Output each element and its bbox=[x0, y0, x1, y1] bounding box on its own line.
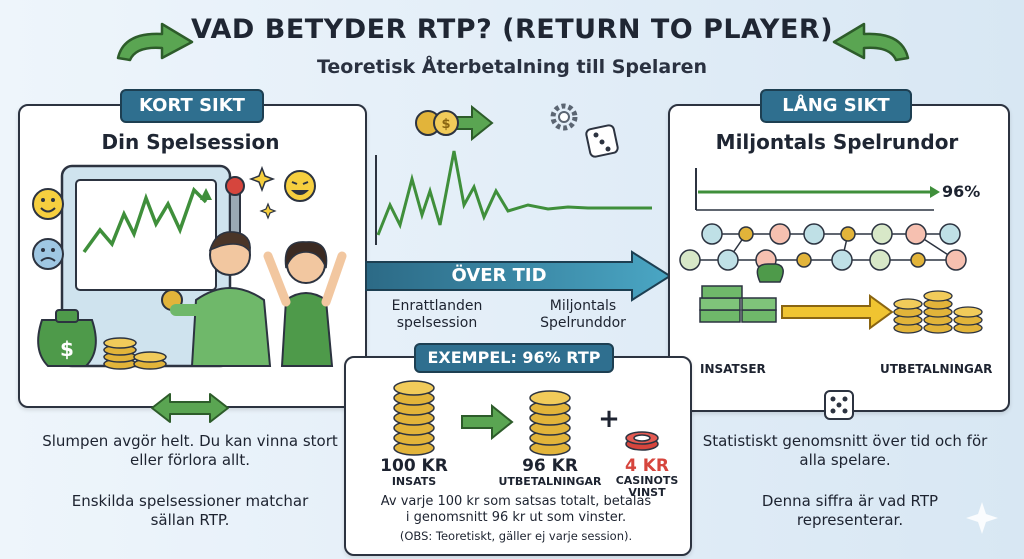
sparkle-icon bbox=[966, 502, 998, 534]
curved-arrow-right-icon bbox=[116, 22, 194, 62]
coins-arrow-icon: $ bbox=[415, 104, 494, 142]
curved-arrow-left-icon bbox=[832, 22, 910, 62]
long-term-caption-1: Statistiskt genomsnitt över tid och för … bbox=[702, 432, 988, 469]
laughing-face-icon bbox=[284, 170, 316, 202]
bet-amount: 100 KR bbox=[380, 456, 448, 476]
plus-sign: + bbox=[598, 404, 620, 434]
coin-stack-icon bbox=[103, 337, 167, 370]
bet-label: INSATS bbox=[391, 475, 437, 488]
middle-illustration: $ bbox=[375, 103, 652, 245]
casino-label: CASINOTS VINST bbox=[615, 474, 679, 499]
man-player-icon bbox=[161, 231, 272, 367]
millions-rounds-label: Miljontals Spelrunddor bbox=[540, 298, 626, 331]
bet-coins-icon bbox=[393, 380, 435, 456]
dice-icon bbox=[585, 124, 619, 158]
casino-chip-icon bbox=[625, 431, 659, 451]
double-arrow-icon bbox=[151, 393, 229, 423]
over-time-label: ÖVER TID bbox=[451, 265, 547, 286]
dice-icon bbox=[824, 390, 854, 420]
short-term-caption-1: Slumpen avgör helt. Du kan vinna stort e… bbox=[42, 432, 338, 469]
cash-stack-icon bbox=[699, 263, 784, 323]
payout-amount: 96 KR bbox=[522, 456, 578, 476]
casino-amount: 4 KR bbox=[624, 456, 669, 476]
payouts-label: UTBETALNINGAR bbox=[880, 362, 993, 376]
long-term-illustration bbox=[679, 168, 983, 334]
sad-face-icon bbox=[32, 238, 64, 270]
happy-face-icon bbox=[32, 188, 64, 220]
page-title: VAD BETYDER RTP? (RETURN TO PLAYER) bbox=[190, 14, 834, 45]
example-text-2: i genomsnitt 96 kr ut som vinster. bbox=[405, 510, 627, 525]
payout-coins-icon bbox=[529, 390, 571, 456]
short-term-illustration: $ bbox=[32, 164, 347, 370]
single-session-label: Enrattlanden spelsession bbox=[391, 298, 483, 331]
gold-coin-pile-icon bbox=[893, 290, 983, 334]
long-term-caption-2: Denna siffra är vad RTP representerar. bbox=[761, 492, 939, 529]
example-illustration bbox=[393, 380, 659, 456]
payout-label: UTBETALNINGAR bbox=[498, 475, 602, 488]
svg-text:$: $ bbox=[60, 337, 74, 361]
short-term-caption-2: Enskilda spelsessioner matchar sällan RT… bbox=[71, 492, 309, 529]
example-text-1: Av varje 100 kr som satsas totalt, betal… bbox=[380, 494, 652, 509]
gear-icon bbox=[550, 103, 578, 131]
short-term-badge: KORT SIKT bbox=[120, 89, 264, 123]
woman-player-icon bbox=[263, 241, 347, 367]
short-term-title: Din Spelsession bbox=[101, 130, 280, 154]
example-note: (OBS: Teoretiskt, gäller ej varje sessio… bbox=[399, 529, 633, 543]
long-term-title: Miljontals Spelrundor bbox=[715, 130, 959, 154]
rtp-percent-label: 96% bbox=[942, 182, 981, 201]
money-bag-icon: $ bbox=[37, 309, 97, 367]
stakes-label: INSATSER bbox=[700, 362, 766, 376]
page-subtitle: Teoretisk Återbetalning till Spelaren bbox=[316, 56, 708, 78]
over-time-arrow-icon bbox=[365, 250, 672, 302]
example-badge: EXEMPEL: 96% RTP bbox=[414, 343, 614, 373]
long-term-badge: LÅNG SIKT bbox=[760, 89, 912, 123]
svg-text:$: $ bbox=[441, 117, 450, 132]
